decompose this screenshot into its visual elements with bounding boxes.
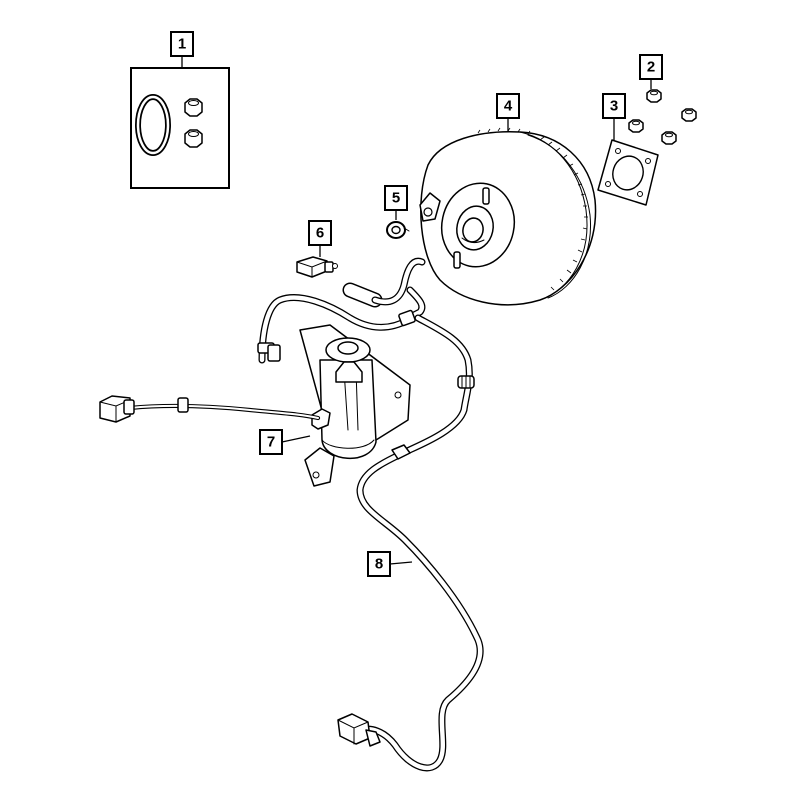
callout-5-label: 5 <box>392 190 400 207</box>
callout-2-label: 2 <box>647 59 655 76</box>
callout-4-label: 4 <box>504 98 513 115</box>
vacuum-pump-assembly <box>299 324 411 487</box>
callout-1[interactable]: 1 <box>170 31 194 57</box>
booster-gasket <box>597 139 659 206</box>
booster-seam <box>477 127 588 291</box>
pressure-sensor <box>296 256 338 278</box>
nut-4 <box>661 131 677 145</box>
callout-3-label: 3 <box>610 98 618 115</box>
harness-clip <box>177 397 189 413</box>
nut-3 <box>681 108 697 122</box>
o-ring-seal <box>135 94 171 156</box>
callout-2[interactable]: 2 <box>639 54 663 80</box>
callout-6-label: 6 <box>316 225 324 242</box>
tube-clip <box>391 444 411 460</box>
brake-booster <box>419 127 597 306</box>
callout-4[interactable]: 4 <box>496 93 520 119</box>
callout-6[interactable]: 6 <box>308 220 332 246</box>
callout-7[interactable]: 7 <box>259 429 283 455</box>
vacuum-tube <box>337 314 484 772</box>
callout-5[interactable]: 5 <box>384 185 408 211</box>
tube-connector-upper <box>457 375 475 389</box>
tube-end-fitting <box>337 713 381 747</box>
wire-harness <box>99 395 321 423</box>
booster-studs <box>453 187 490 269</box>
callout-3[interactable]: 3 <box>602 93 626 119</box>
callout-8-label: 8 <box>375 556 383 573</box>
callout-7-label: 7 <box>267 434 275 451</box>
vacuum-hose <box>257 257 426 364</box>
nut-1 <box>646 89 662 103</box>
check-valve-grommet <box>386 221 410 239</box>
kit-nut-upper <box>184 98 203 117</box>
mounting-nuts <box>628 89 697 145</box>
seal-kit-panel <box>130 67 230 189</box>
kit-nut-lower <box>184 129 203 148</box>
callout-1-label: 1 <box>178 36 186 53</box>
harness-connector <box>99 395 135 423</box>
callout-8[interactable]: 8 <box>367 551 391 577</box>
nut-2 <box>628 119 644 133</box>
